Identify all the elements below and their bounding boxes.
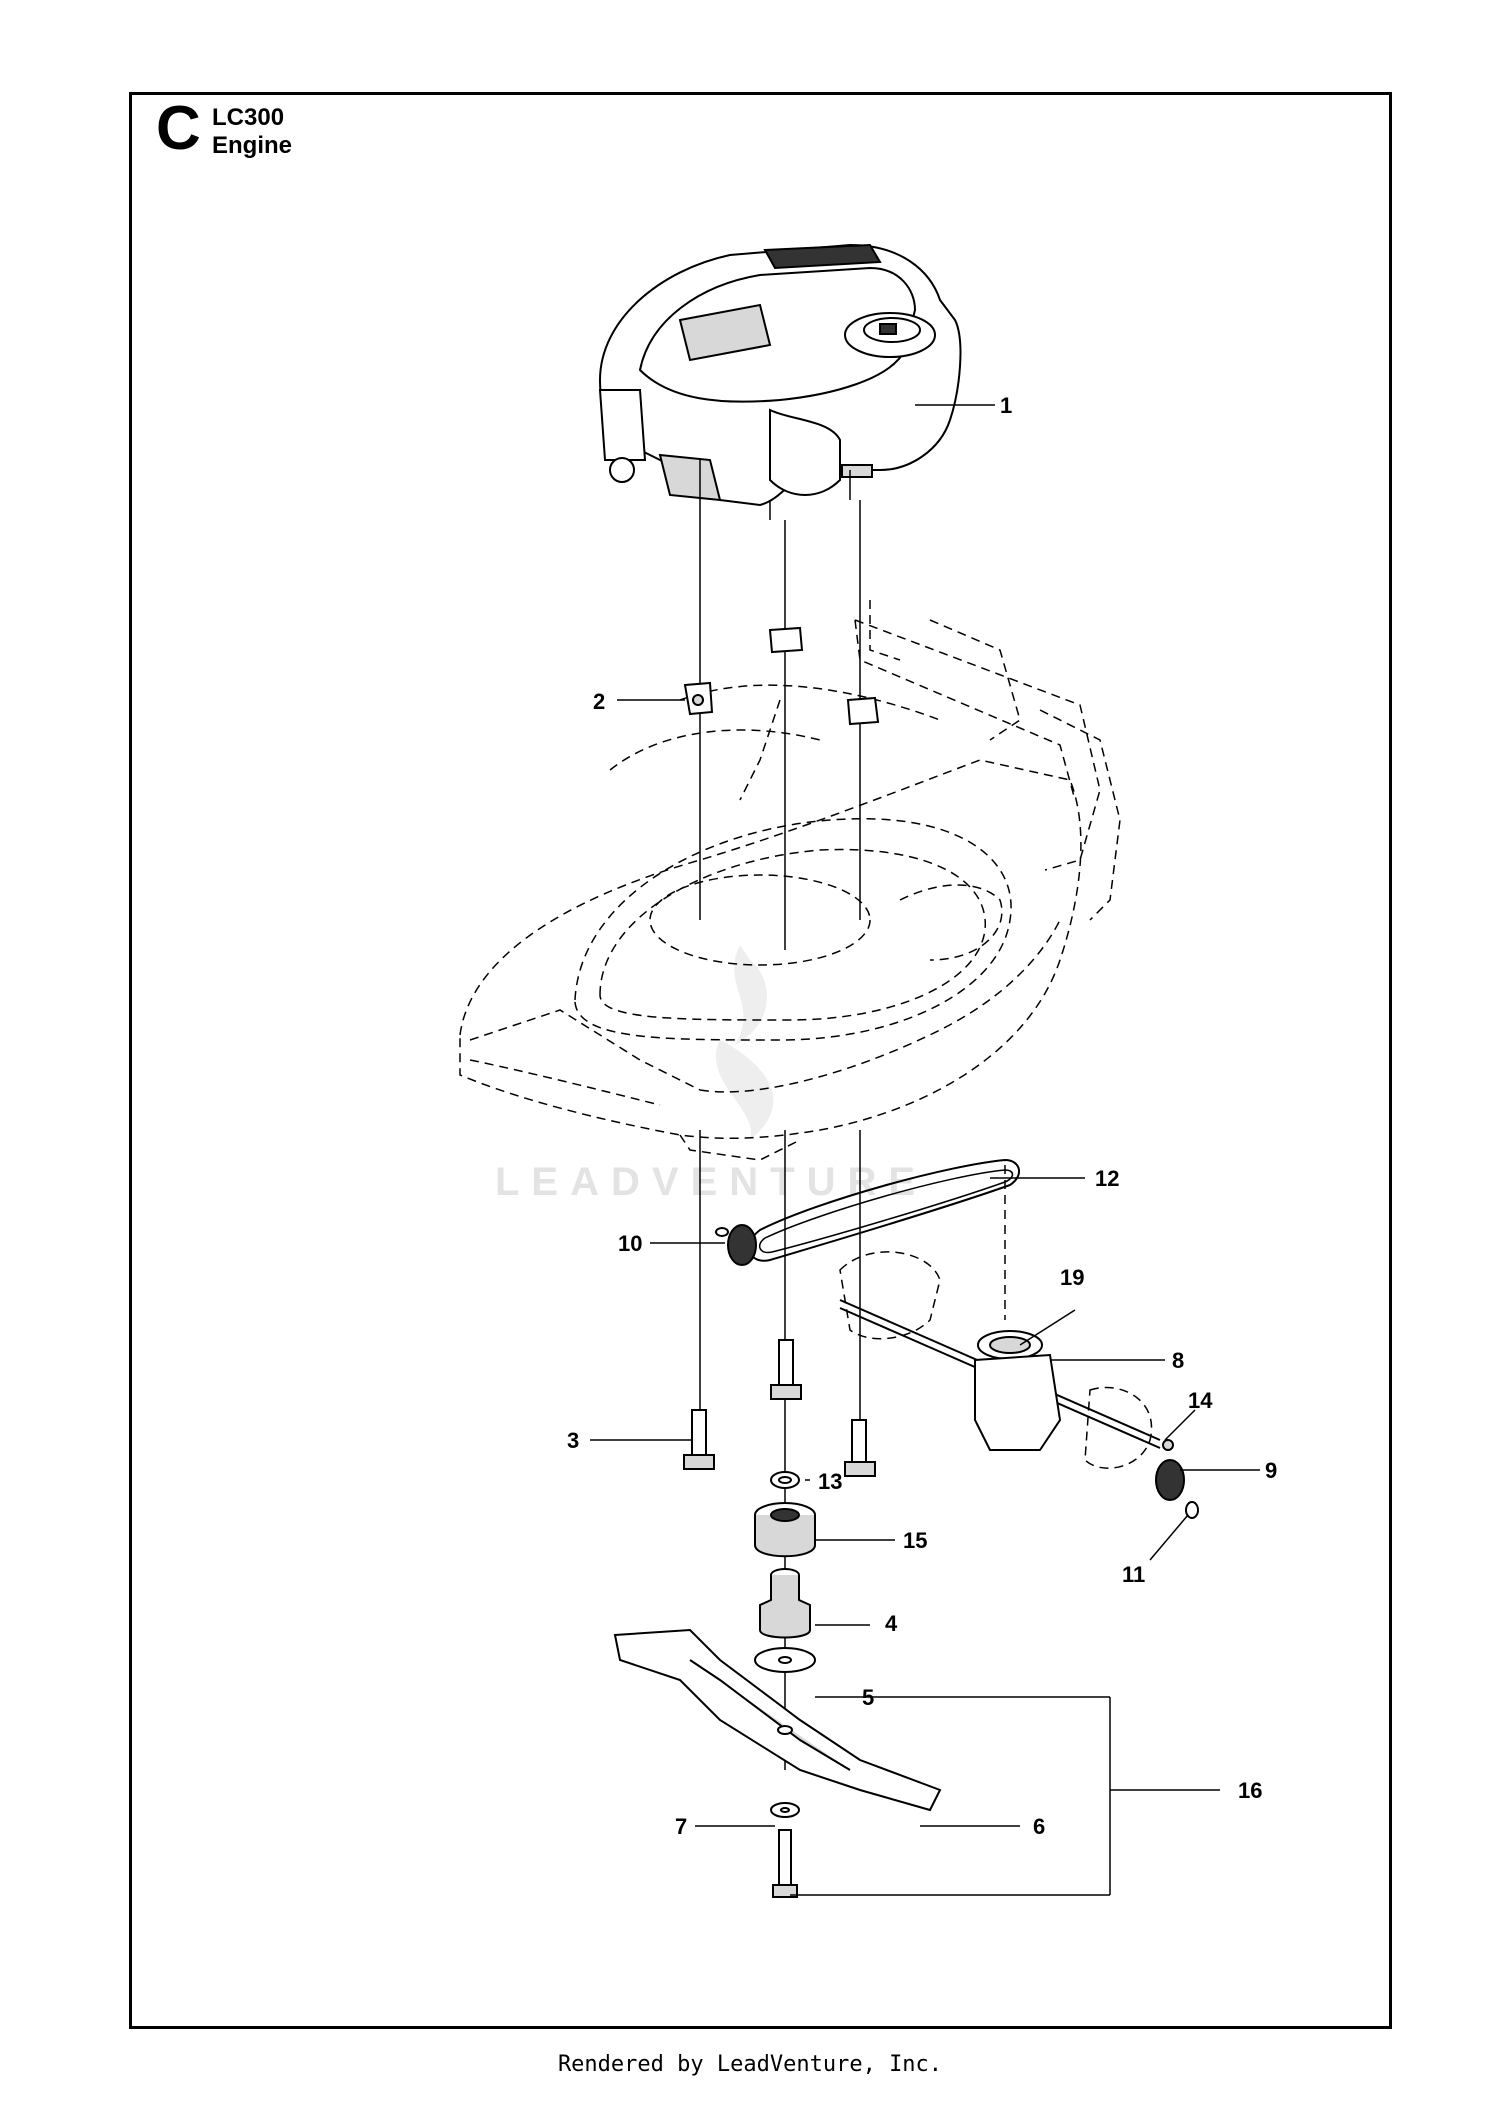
blade-adapter <box>759 1568 811 1639</box>
callout-15: 15 <box>903 1528 927 1553</box>
callout-3: 3 <box>567 1428 579 1453</box>
section-letter: C <box>156 94 201 163</box>
callout-9: 9 <box>1265 1458 1277 1483</box>
transmission-gearbox <box>839 1251 1174 1469</box>
mower-deck-outline <box>459 600 1121 1161</box>
drive-belt <box>748 1158 1020 1262</box>
callout-12: 12 <box>1095 1166 1119 1191</box>
model-title: LC300 <box>212 104 285 131</box>
callout-16: 16 <box>1238 1778 1262 1803</box>
callout-6: 6 <box>1033 1814 1045 1839</box>
callout-10: 10 <box>618 1231 642 1256</box>
callout-14: 14 <box>1188 1388 1213 1413</box>
callout-13: 13 <box>818 1469 842 1494</box>
footer-credit: Rendered by LeadVenture, Inc. <box>557 2052 943 2077</box>
callout-8: 8 <box>1172 1348 1184 1373</box>
watermark-text: LEADVENTURE <box>495 1160 927 1204</box>
blade-bolt <box>772 1829 798 1898</box>
washer-5 <box>754 1647 816 1673</box>
callout-1: 1 <box>1000 393 1012 418</box>
section-title: Engine <box>212 132 293 159</box>
spacer-center <box>768 626 804 654</box>
spacer-left <box>683 681 714 716</box>
callout-11: 11 <box>1122 1562 1145 1587</box>
engine-assembly <box>598 243 962 520</box>
callout-7: 7 <box>675 1814 687 1839</box>
bolt-center <box>770 1339 802 1400</box>
diagram-frame <box>129 92 1392 2029</box>
washer-7 <box>770 1802 800 1818</box>
pinion-gear-left <box>715 1224 757 1266</box>
spacer-right <box>846 696 880 726</box>
belt-pulley <box>754 1502 816 1558</box>
callout-leaders <box>590 404 1260 1896</box>
pinion-gear-right <box>1155 1459 1185 1501</box>
bolt-right <box>844 1419 876 1477</box>
callout-labels: 1 2 3 4 5 6 7 8 9 10 11 12 13 14 15 16 1… <box>567 393 1277 1839</box>
mounting-guide-lines <box>699 500 1006 1770</box>
washer-13 <box>770 1471 800 1489</box>
callout-5: 5 <box>862 1685 874 1710</box>
watermark-logo-icon <box>715 945 774 1140</box>
retaining-clip-11 <box>1185 1501 1199 1519</box>
callout-2: 2 <box>593 689 605 714</box>
bolt-left <box>683 1409 715 1470</box>
callout-4: 4 <box>885 1611 898 1636</box>
callout-19: 19 <box>1060 1265 1084 1290</box>
cutting-blade <box>613 1628 942 1812</box>
